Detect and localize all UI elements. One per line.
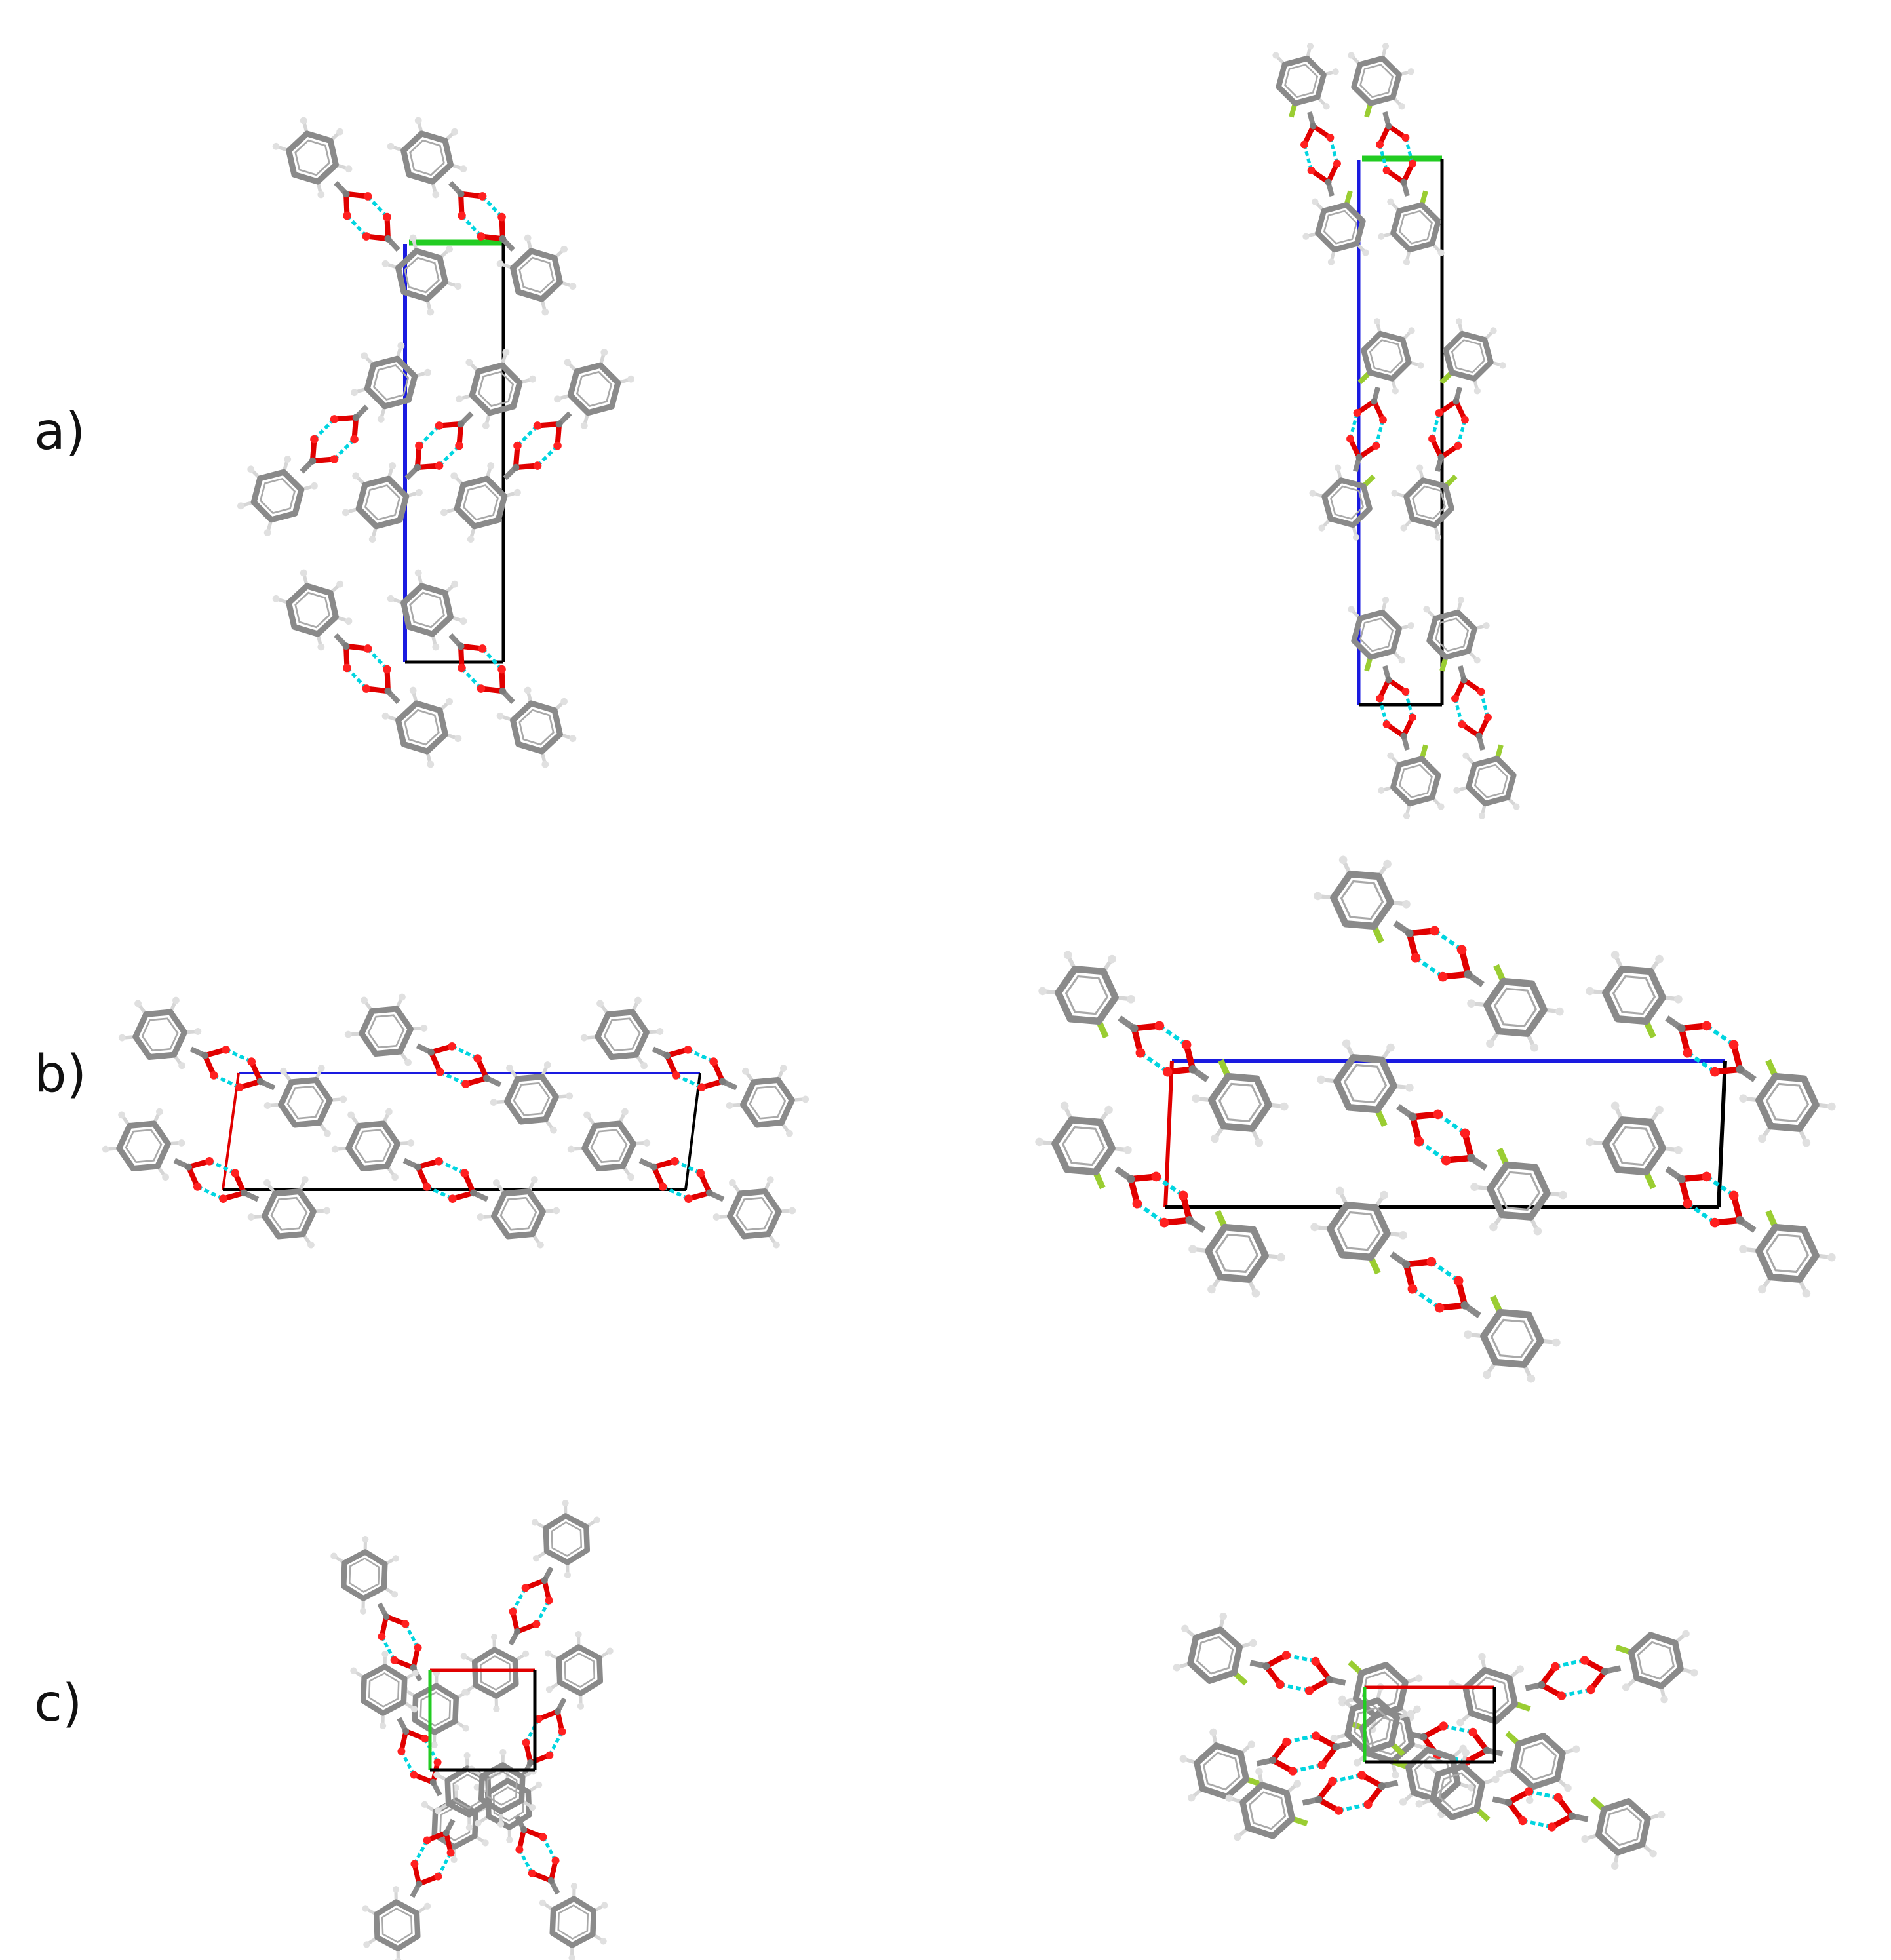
panel-label-b: b): [34, 1045, 87, 1104]
panel-label-a: a): [34, 402, 86, 461]
panel-b-left-packing: [100, 979, 819, 1252]
panel-b-right-packing: [1021, 836, 1850, 1403]
panel-label-c: c): [34, 1674, 83, 1733]
unit-cell-c-right: [1363, 1685, 1496, 1764]
unit-cell-b-right: [1163, 1059, 1727, 1209]
unit-cell-c-left: [428, 1668, 537, 1772]
unit-cell-a-left: [403, 239, 505, 664]
panel-c-left-packing: [327, 1490, 623, 1960]
panel-a-left-packing: [222, 103, 637, 771]
panel-a-right-packing: [1255, 37, 1538, 825]
panel-c-right-packing: [1168, 1605, 1703, 1877]
